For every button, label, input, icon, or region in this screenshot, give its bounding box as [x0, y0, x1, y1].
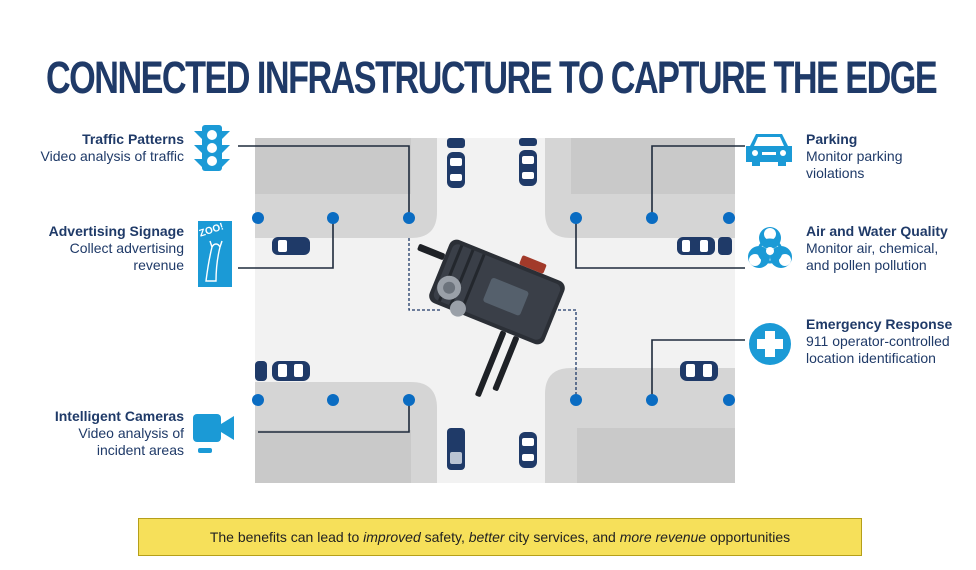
label-traffic-patterns: Traffic Patterns Video analysis of traff… — [30, 131, 184, 165]
line-air — [575, 218, 745, 269]
banner-emphasis-more-revenue: more revenue — [619, 529, 707, 545]
car-6 — [677, 237, 715, 255]
label-air-water-quality: Air and Water Quality Monitor air, chemi… — [806, 223, 971, 274]
benefits-banner: The benefits can lead to improved safety… — [138, 518, 862, 556]
banner-text-3: city services, and — [504, 529, 620, 545]
edge-device — [417, 239, 565, 397]
emergency-desc-2: location identification — [806, 350, 936, 366]
banner-emphasis-improved: improved — [363, 529, 421, 545]
label-parking: Parking Monitor parking violations — [806, 131, 971, 182]
car-1 — [447, 152, 465, 188]
line-traffic — [238, 145, 410, 218]
advertising-signage-desc-1: Collect advertising — [69, 240, 184, 256]
emergency-desc-1: 911 operator-controlled — [806, 333, 950, 349]
parking-desc-1: Monitor parking — [806, 148, 903, 164]
air-water-heading: Air and Water Quality — [806, 223, 948, 239]
car-7 — [718, 237, 732, 255]
line-emergency — [651, 339, 745, 400]
intelligent-cameras-desc-2: incident areas — [96, 442, 184, 458]
medical-cross-icon — [749, 323, 791, 365]
traffic-patterns-desc-1: Video analysis of traffic — [40, 148, 184, 164]
block-top-right — [545, 138, 735, 238]
billboard-icon: ZOO! — [198, 221, 232, 287]
car-11 — [447, 428, 465, 470]
block-top-left — [255, 138, 437, 238]
car-3 — [519, 150, 537, 186]
traffic-patterns-heading: Traffic Patterns — [82, 131, 184, 147]
advertising-signage-heading: Advertising Signage — [48, 223, 184, 239]
line-cameras — [258, 400, 410, 433]
cars — [255, 138, 732, 470]
sensor-dots — [252, 212, 735, 406]
banner-emphasis-better: better — [468, 529, 505, 545]
air-water-desc-2: and pollen pollution — [806, 257, 927, 273]
emergency-heading: Emergency Response — [806, 316, 953, 332]
banner-text-4: opportunities — [706, 529, 791, 545]
label-emergency-response: Emergency Response 911 operator-controll… — [806, 316, 974, 367]
traffic-light-icon — [194, 125, 230, 171]
parking-heading: Parking — [806, 131, 858, 147]
advertising-signage-desc-2: revenue — [133, 257, 184, 273]
air-water-desc-1: Monitor air, chemical, — [806, 240, 939, 256]
banner-text-1: The benefits can lead to — [209, 529, 364, 545]
car-12 — [519, 432, 537, 468]
car-icon — [746, 134, 792, 166]
car-2 — [447, 138, 465, 148]
connector-lines — [238, 145, 745, 433]
label-advertising-signage: Advertising Signage Collect advertising … — [20, 223, 184, 274]
line-signage — [238, 218, 334, 269]
car-4 — [519, 138, 537, 146]
car-9 — [255, 361, 267, 381]
video-camera-icon — [193, 414, 234, 453]
parking-desc-2: violations — [806, 165, 865, 181]
biohazard-icon — [748, 227, 792, 268]
intelligent-cameras-heading: Intelligent Cameras — [54, 408, 184, 424]
block-bottom-right — [545, 368, 735, 483]
banner-text-2: safety, — [420, 529, 469, 545]
device-links — [408, 238, 577, 400]
car-8 — [272, 361, 310, 381]
line-parking — [651, 145, 745, 218]
label-intelligent-cameras: Intelligent Cameras Video analysis of in… — [20, 408, 184, 459]
car-10 — [680, 361, 718, 381]
intelligent-cameras-desc-1: Video analysis of — [78, 425, 184, 441]
car-5 — [272, 237, 310, 255]
